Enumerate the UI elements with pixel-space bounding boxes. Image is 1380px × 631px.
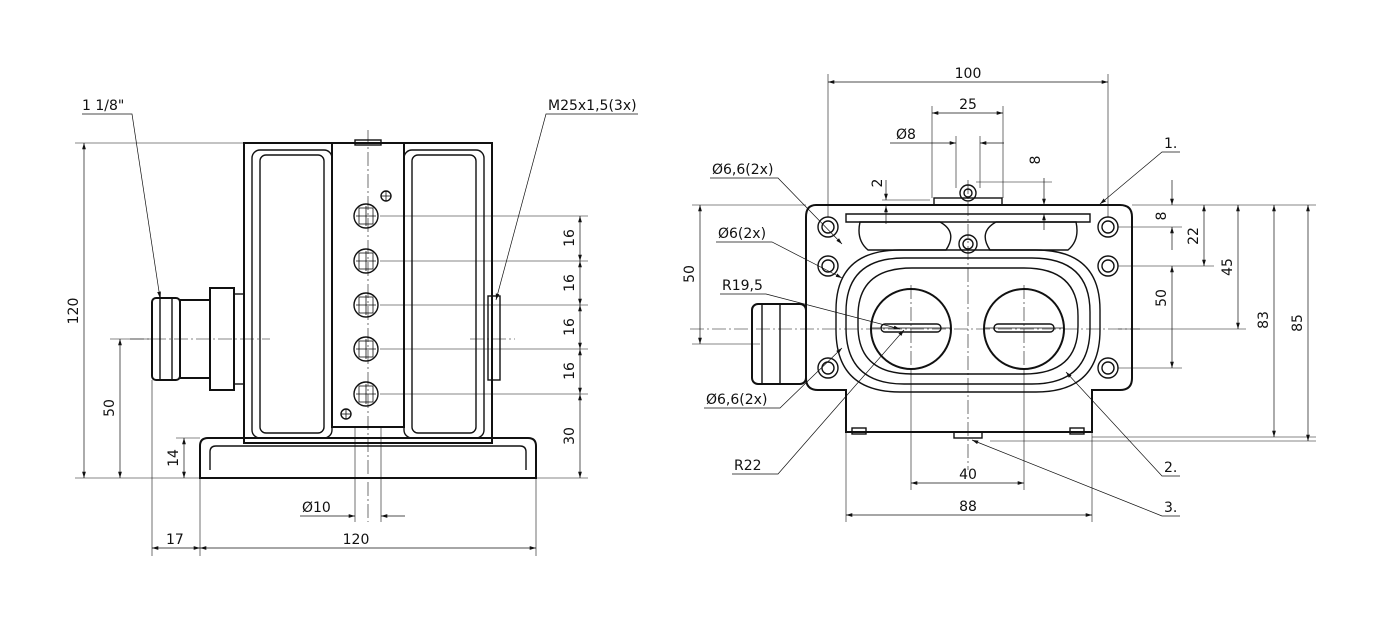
- front-callout-3: 3.: [971, 439, 1180, 517]
- front-leader-r22: R22: [732, 329, 905, 475]
- thread-label: 1 1/8": [82, 98, 124, 114]
- dim-25-text: 25: [959, 97, 977, 113]
- side-dim-14: 14: [166, 437, 200, 478]
- hole-top-text: Ø6,6(2x): [712, 162, 773, 178]
- hole-bottom-right-icon: [1097, 357, 1119, 379]
- side-leader-thread: 1 1/8": [82, 98, 161, 299]
- side-base-plate: [199, 437, 537, 479]
- front-dim-100: 100: [827, 66, 1109, 217]
- side-right-gland: [470, 295, 515, 381]
- front-cable-gland: [751, 303, 807, 385]
- dim-40-text: 40: [959, 467, 977, 483]
- dim-120-bottom-text: 120: [343, 532, 370, 548]
- dim-83-text: 83: [1256, 311, 1272, 329]
- hole-mid-right-icon: [1097, 255, 1119, 277]
- dim-45-text: 45: [1220, 258, 1236, 276]
- dim-30-text: 30: [562, 427, 578, 445]
- r22-text: R22: [734, 458, 762, 474]
- dim-16-a-text: 16: [562, 229, 578, 247]
- callout-2-text: 2.: [1164, 460, 1177, 476]
- hole-mid-text: Ø6(2x): [718, 226, 766, 242]
- hole-bottom-text: Ø6,6(2x): [706, 392, 767, 408]
- gland-label: M25x1,5(3x): [548, 98, 637, 114]
- hole-top-right-icon: [1097, 216, 1119, 238]
- dim-22-text: 22: [1186, 227, 1202, 245]
- side-dim-50: 50: [102, 338, 152, 478]
- dim-8-right-text: 8: [1154, 212, 1170, 221]
- side-dim-bottom: 17 120: [151, 380, 537, 556]
- dim-16-d-text: 16: [562, 362, 578, 380]
- dim-16-b-text: 16: [562, 274, 578, 292]
- dim-120-text: 120: [66, 298, 82, 325]
- dim-50-left-text: 50: [682, 265, 698, 283]
- dim-diam8-text: Ø8: [896, 127, 916, 143]
- dim-2-text: 2: [870, 179, 886, 188]
- side-leader-gland: M25x1,5(3x): [495, 98, 638, 301]
- dim-50-right-text: 50: [1154, 289, 1170, 307]
- screw-1-icon: [353, 203, 379, 229]
- front-dim-bottom: 40 88: [845, 370, 1093, 522]
- dim-shaft-text: Ø10: [302, 500, 331, 516]
- front-callout-1: 1.: [1099, 136, 1180, 205]
- screw-5-icon: [353, 381, 379, 407]
- dim-17-text: 17: [166, 532, 184, 548]
- front-dim-50-left: 50: [682, 204, 806, 345]
- side-screw-column: [340, 190, 392, 420]
- front-dim-2: 2: [870, 179, 930, 224]
- hole-top-left-icon: [817, 216, 839, 238]
- dim-100-text: 100: [955, 66, 982, 82]
- side-dim-120: 120: [66, 142, 244, 479]
- screw-2-icon: [353, 248, 379, 274]
- side-dim-stack: 16 16 16 16 30: [380, 215, 588, 479]
- front-leader-hole-mid: Ø6(2x): [716, 226, 843, 279]
- callout-3-text: 3.: [1164, 500, 1177, 516]
- front-dim-25: 25: [931, 97, 1004, 198]
- side-view: 120 50 14 16 16 16 16: [66, 98, 638, 556]
- front-dim-diam8: Ø8: [890, 127, 1004, 188]
- dim-50-text: 50: [102, 399, 118, 417]
- r195-text: R19,5: [722, 278, 763, 294]
- front-callout-2: 2.: [1065, 371, 1180, 477]
- front-leader-hole-top: Ø6,6(2x): [710, 162, 843, 245]
- dim-85-text: 85: [1290, 314, 1306, 332]
- hole-mid-left-icon: [817, 255, 839, 277]
- front-dim-right: 8 22 45 50 83 85: [990, 180, 1316, 442]
- front-dim-8-top: 8: [976, 156, 1052, 230]
- side-dim-shaft: Ø10: [300, 427, 405, 522]
- dim-14-text: 14: [166, 449, 182, 467]
- front-housing: [805, 184, 1133, 439]
- screw-4-icon: [353, 336, 379, 362]
- dim-16-c-text: 16: [562, 318, 578, 336]
- front-leader-r195: R19,5: [720, 278, 901, 330]
- front-leader-hole-bottom: Ø6,6(2x): [704, 347, 843, 409]
- screw-3-icon: [353, 292, 379, 318]
- side-housing: [243, 130, 493, 522]
- front-view: 100 25 Ø8 8 2 Ø6: [682, 66, 1316, 522]
- callout-1-text: 1.: [1164, 136, 1177, 152]
- dim-88-text: 88: [959, 499, 977, 515]
- dim-8-top-text: 8: [1028, 156, 1044, 165]
